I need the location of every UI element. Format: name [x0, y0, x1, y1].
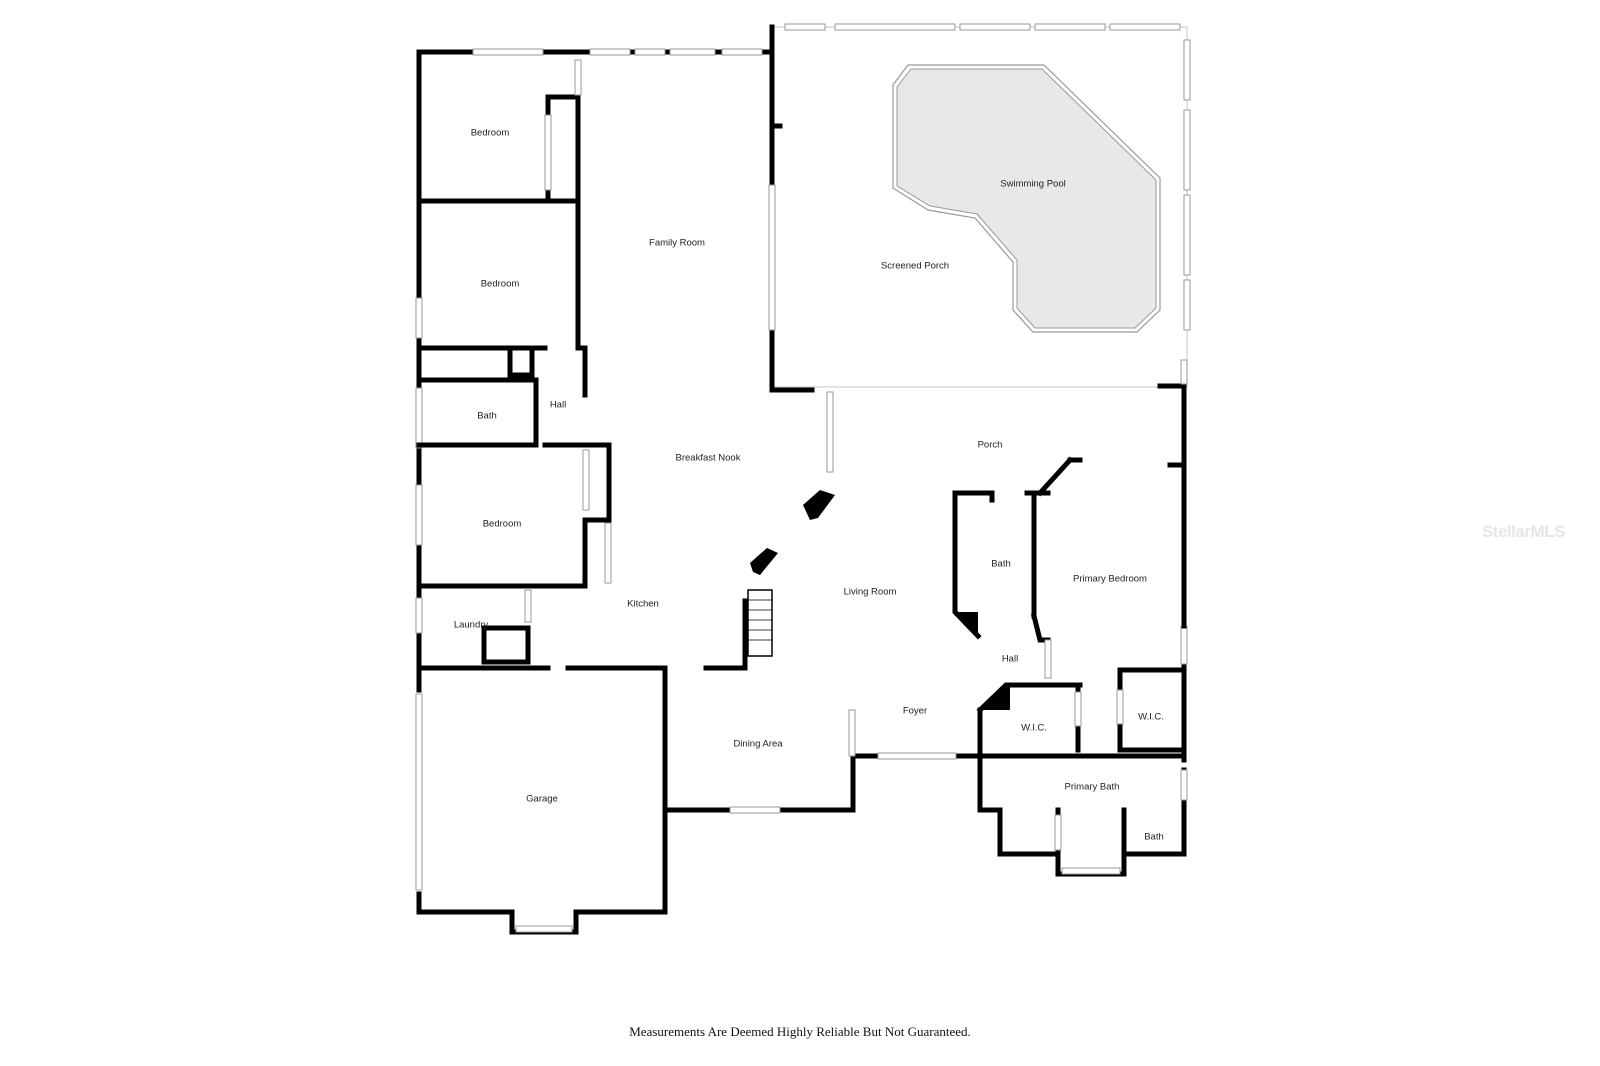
- label-primary-bath: Primary Bath: [1065, 782, 1120, 793]
- label-bedroom-3: Bedroom: [483, 519, 522, 530]
- label-foyer: Foyer: [903, 706, 927, 717]
- label-primary-bedroom: Primary Bedroom: [1073, 574, 1147, 585]
- label-swimming-pool: Swimming Pool: [1000, 179, 1065, 190]
- label-bedroom-2: Bedroom: [481, 279, 520, 290]
- label-breakfast-nook: Breakfast Nook: [676, 453, 741, 464]
- label-hall-1: Hall: [550, 400, 566, 411]
- label-bedroom-1: Bedroom: [471, 128, 510, 139]
- label-dining-area: Dining Area: [733, 739, 783, 750]
- label-laundry: Laundry: [454, 620, 489, 631]
- label-wic-2: W.I.C.: [1138, 712, 1164, 723]
- room-labels: Bedroom Family Room Screened Porch Swimm…: [454, 128, 1164, 843]
- label-kitchen: Kitchen: [627, 599, 659, 610]
- label-bath-2: Bath: [991, 559, 1011, 570]
- disclaimer-text: Measurements Are Deemed Highly Reliable …: [629, 1024, 971, 1039]
- label-hall-2: Hall: [1002, 654, 1018, 665]
- exterior-walls: [415, 24, 1188, 935]
- label-porch: Porch: [978, 440, 1003, 451]
- watermark-logo: StellarMLS: [1482, 522, 1565, 541]
- label-wic-1: W.I.C.: [1021, 723, 1047, 734]
- interior-walls: [416, 59, 1187, 857]
- swimming-pool: [892, 64, 1161, 333]
- label-living-room: Living Room: [844, 587, 897, 598]
- label-garage: Garage: [526, 794, 558, 805]
- label-bath-3: Bath: [1144, 832, 1164, 843]
- label-screened-porch: Screened Porch: [881, 261, 949, 272]
- label-bath-1: Bath: [477, 411, 497, 422]
- label-family-room: Family Room: [649, 238, 705, 249]
- screened-porch-outline: [772, 23, 1191, 388]
